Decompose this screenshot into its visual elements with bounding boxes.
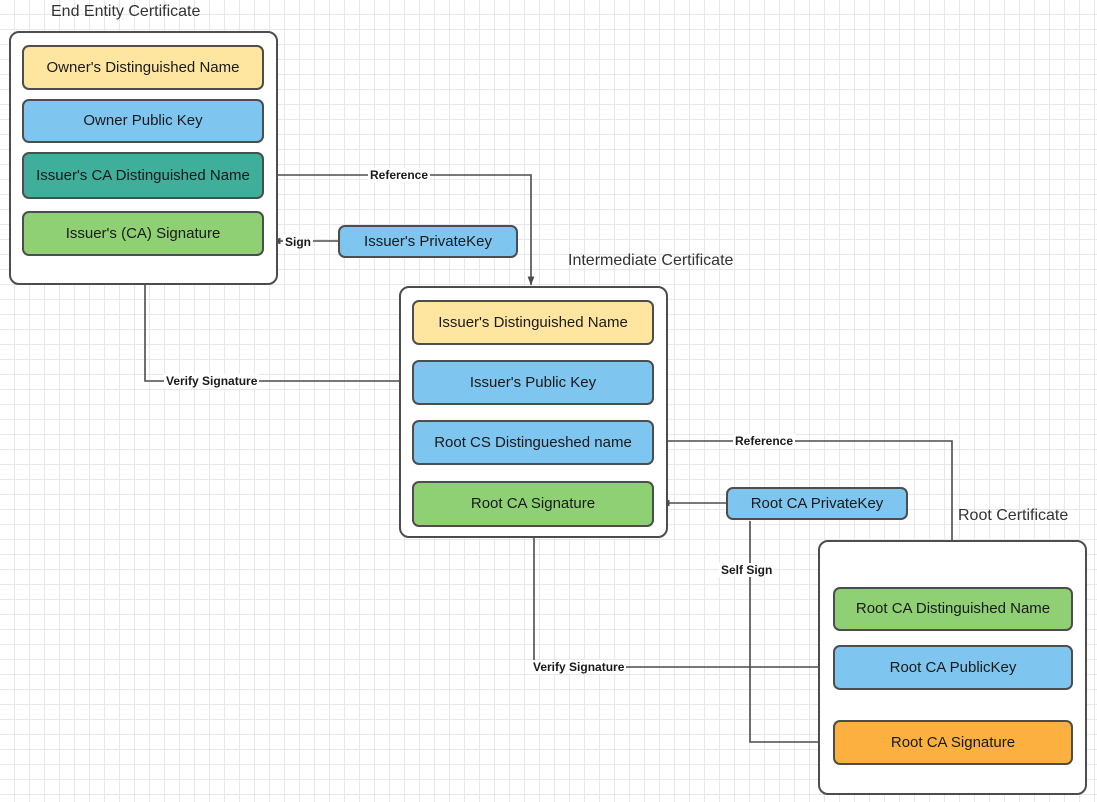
field-root-cs-distingueshed-name[interactable]: Root CS Distingueshed name bbox=[412, 420, 654, 465]
key-root-ca-privatekey[interactable]: Root CA PrivateKey bbox=[726, 487, 908, 520]
field-issuers-public-key[interactable]: Issuer's Public Key bbox=[412, 360, 654, 405]
edge-label-reference-bottom: Reference bbox=[733, 434, 796, 448]
field-issuer-ca-distinguished-name[interactable]: Issuer's CA Distinguished Name bbox=[22, 152, 264, 199]
field-root-ca-publickey[interactable]: Root CA PublicKey bbox=[833, 645, 1073, 690]
edge-verify-signature-bottom bbox=[530, 526, 833, 668]
field-owner-public-key[interactable]: Owner Public Key bbox=[22, 99, 264, 143]
edge-label-reference-top: Reference bbox=[368, 168, 431, 182]
field-owner-distinguished-name[interactable]: Owner's Distinguished Name bbox=[22, 45, 264, 90]
field-root-ca-signature-intermediate[interactable]: Root CA Signature bbox=[412, 481, 654, 527]
edge-label-self-sign: Self Sign bbox=[719, 563, 775, 577]
edge-label-sign: Sign bbox=[283, 235, 313, 249]
cert-title-end-entity: End Entity Certificate bbox=[51, 3, 201, 20]
field-root-ca-distinguished-name[interactable]: Root CA Distinguished Name bbox=[833, 587, 1073, 631]
key-issuers-privatekey[interactable]: Issuer's PrivateKey bbox=[338, 225, 518, 258]
field-issuers-distinguished-name[interactable]: Issuer's Distinguished Name bbox=[412, 300, 654, 345]
cert-title-intermediate: Intermediate Certificate bbox=[568, 252, 734, 269]
field-root-ca-signature-root[interactable]: Root CA Signature bbox=[833, 720, 1073, 765]
edge-label-verify-signature-top: Verify Signature bbox=[164, 374, 260, 388]
edge-label-verify-signature-bottom: Verify Signature bbox=[531, 660, 627, 674]
field-issuer-ca-signature[interactable]: Issuer's (CA) Signature bbox=[22, 211, 264, 256]
cert-title-root: Root Certificate bbox=[958, 507, 1069, 524]
